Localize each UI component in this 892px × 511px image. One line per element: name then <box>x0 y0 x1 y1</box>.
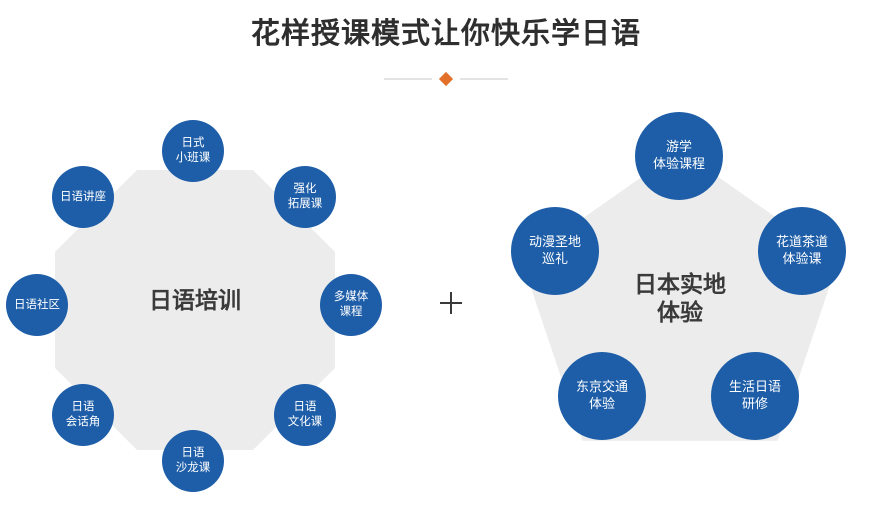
cluster-japan-field-experience: 日本实地 体验 游学 体验课程花道茶道 体验课生活日语 研修东京交通 体验 动漫圣… <box>470 100 892 511</box>
page-title: 花样授课模式让你快乐学日语 <box>250 18 641 50</box>
node-intensive-extension[interactable]: 强化 拓展课 <box>274 166 336 228</box>
plus-icon <box>430 283 470 323</box>
cluster-center-label-right: 日本实地 体验 <box>634 271 726 326</box>
node-ikebana-tea[interactable]: 花道茶道 体验课 <box>758 207 846 295</box>
divider-line-right <box>460 78 508 80</box>
node-daily-japanese[interactable]: 生活日语 研修 <box>711 352 799 440</box>
node-japanese-community[interactable]: 日语社区 <box>6 274 68 336</box>
node-japanese-lecture[interactable]: 日语讲座 <box>52 166 114 228</box>
node-japanese-salon[interactable]: 日语 沙龙课 <box>162 430 224 492</box>
node-tokyo-transport[interactable]: 东京交通 体验 <box>558 352 646 440</box>
divider-line-left <box>384 78 432 80</box>
diamond-icon <box>438 71 454 87</box>
node-anime-pilgrimage[interactable]: 动漫圣地 巡礼 <box>511 207 599 295</box>
node-multimedia-course[interactable]: 多媒体 课程 <box>320 274 382 336</box>
diagram-canvas: 日语培训 日式 小班课强化 拓展课多媒体 课程日语 文化课日语 沙龙课日语 会话… <box>0 100 892 511</box>
cluster-japanese-training: 日语培训 日式 小班课强化 拓展课多媒体 课程日语 文化课日语 沙龙课日语 会话… <box>0 100 420 511</box>
node-japanese-culture[interactable]: 日语 文化课 <box>274 384 336 446</box>
cluster-center-label-left: 日语培训 <box>149 287 241 313</box>
node-conversation-corner[interactable]: 日语 会话角 <box>52 384 114 446</box>
node-japanese-small-class[interactable]: 日式 小班课 <box>162 120 224 182</box>
node-study-tour[interactable]: 游学 体验课程 <box>635 112 723 200</box>
title-divider <box>0 71 892 87</box>
